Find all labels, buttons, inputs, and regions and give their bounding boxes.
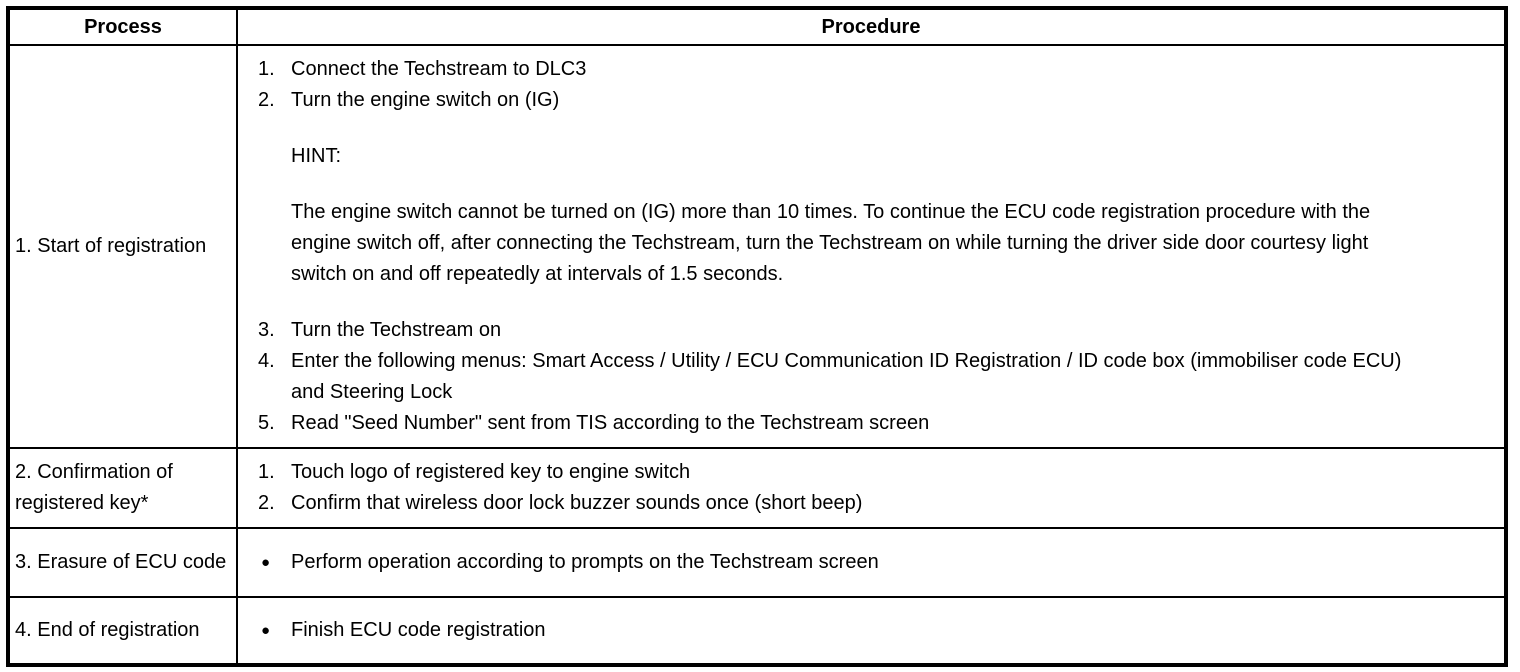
procedure-cell: 1. Touch logo of registered key to engine… (236, 447, 1507, 529)
table-row: 1. Start of registration 1. Connect the Te… (7, 44, 1507, 449)
list-item: ● Finish ECU code registration (258, 615, 1484, 646)
list-item: 5. Read "Seed Number" sent from TIS accor… (258, 408, 1484, 439)
list-item: 3. Turn the Techstream on (258, 315, 1484, 346)
bullet-icon: ● (261, 622, 271, 639)
list-item: 1. Touch logo of registered key to engine… (258, 457, 1484, 488)
numbered-list: 3. Turn the Techstream on 4. Enter the foll… (258, 315, 1484, 439)
list-item-text: Enter the following menus: Smart Access … (291, 350, 1402, 403)
list-number: 4. (258, 350, 275, 372)
list-number: 2. (258, 492, 275, 514)
list-item-text: Connect the Techstream to DLC3 (291, 58, 587, 80)
hint-text: The engine switch cannot be turned on (I… (291, 201, 1371, 285)
bullet-list: ● Perform operation according to prompts … (258, 547, 1484, 578)
list-item: 1. Connect the Techstream to DLC3 (258, 54, 1484, 85)
table-body: 1. Start of registration 1. Connect the Te… (7, 44, 1507, 666)
process-column-header: Process (7, 7, 238, 46)
procedure-cell: ● Perform operation according to prompts … (236, 527, 1507, 598)
table-row: 3. Erasure of ECU code ● Perform operation… (7, 527, 1507, 598)
list-number: 1. (258, 461, 275, 483)
list-item: 2. Turn the engine switch on (IG) (258, 85, 1484, 116)
list-item-text: Perform operation according to prompts o… (291, 551, 879, 573)
hint-text: HINT: (291, 145, 341, 167)
list-number: 2. (258, 89, 275, 111)
procedure-column-header: Procedure (236, 7, 1507, 46)
procedure-cell: ● Finish ECU code registration (236, 596, 1507, 666)
header-row: Process Procedure (7, 7, 1507, 46)
process-cell: 1. Start of registration (7, 44, 238, 449)
process-cell: 3. Erasure of ECU code (7, 527, 238, 598)
numbered-list: 1. Connect the Techstream to DLC3 2. Turn t… (258, 54, 1484, 116)
numbered-list: 1. Touch logo of registered key to engine… (258, 457, 1484, 519)
list-item-text: Confirm that wireless door lock buzzer s… (291, 492, 863, 514)
table-row: 4. End of registration ● Finish ECU code r… (7, 596, 1507, 666)
table-row: 2. Confirmation of registered key* 1. Touc… (7, 447, 1507, 529)
process-cell: 4. End of registration (7, 596, 238, 666)
list-item: 4. Enter the following menus: Smart Acces… (258, 346, 1484, 408)
bullet-icon: ● (261, 554, 271, 571)
bullet-list: ● Finish ECU code registration (258, 615, 1484, 646)
process-procedure-table: Process Procedure 1. Start of registrati… (6, 6, 1508, 667)
process-cell: 2. Confirmation of registered key* (7, 447, 238, 529)
list-number: 5. (258, 412, 275, 434)
list-item: 2. Confirm that wireless door lock buzzer… (258, 488, 1484, 519)
procedure-cell: 1. Connect the Techstream to DLC3 2. Turn t… (236, 44, 1507, 449)
list-item-text: Finish ECU code registration (291, 619, 546, 641)
list-number: 3. (258, 319, 275, 341)
list-item-text: Read "Seed Number" sent from TIS accordi… (291, 412, 930, 434)
list-item: ● Perform operation according to prompts … (258, 547, 1484, 578)
list-item-text: Touch logo of registered key to engine s… (291, 461, 691, 483)
list-item-text: Turn the engine switch on (IG) (291, 89, 560, 111)
list-number: 1. (258, 58, 275, 80)
list-item-text: Turn the Techstream on (291, 319, 502, 341)
